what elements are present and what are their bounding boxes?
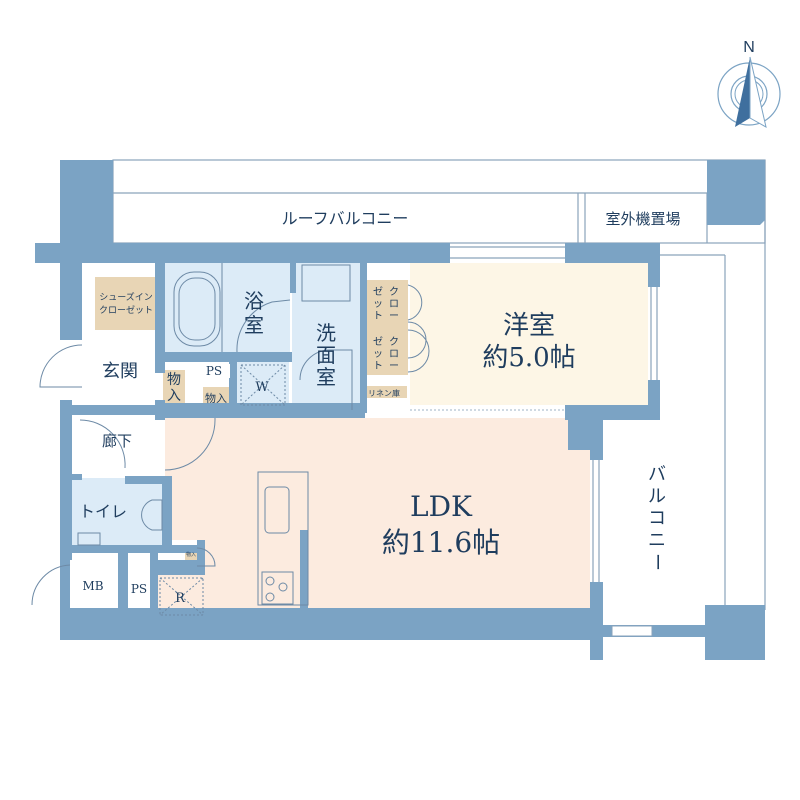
roof-balcony-area — [112, 159, 766, 244]
mb-label: MB — [82, 579, 103, 593]
svg-text:ー: ー — [389, 311, 399, 322]
svg-text:ゼ: ゼ — [373, 336, 383, 348]
svg-text:ロ: ロ — [389, 349, 399, 360]
hallway-label: 廊下 — [102, 432, 132, 450]
washroom-label-3: 室 — [316, 365, 336, 389]
toilet-label: トイレ — [79, 502, 127, 521]
svg-text:ル: ル — [648, 486, 666, 507]
ldk-label: LDK — [410, 490, 473, 523]
washer-label: W — [255, 380, 269, 395]
svg-text:ト: ト — [373, 311, 383, 322]
washroom-label-2: 面 — [316, 343, 336, 367]
ps2-label: PS — [131, 582, 147, 596]
ldk-room — [165, 418, 590, 618]
stove-icon — [261, 571, 294, 605]
ps-label: PS — [206, 364, 222, 378]
fridge-space-icon — [159, 577, 204, 616]
shoe-closet-label-1: シューズイン — [99, 291, 153, 303]
svg-text:ー: ー — [389, 361, 399, 372]
washroom — [292, 263, 360, 408]
shoe-closet — [95, 277, 157, 330]
svg-text:ニ: ニ — [648, 530, 666, 551]
sink-icon — [301, 264, 351, 302]
bathroom — [165, 263, 290, 352]
svg-text:ク: ク — [389, 336, 399, 348]
svg-text:ロ: ロ — [389, 299, 399, 310]
ldk-size: 約11.6帖 — [382, 526, 500, 559]
kitchen-counter — [257, 471, 309, 606]
svg-text:ト: ト — [373, 361, 383, 372]
storage-label-2: 入 — [167, 388, 181, 404]
closet-labels: ゼ ッ ト ク ロ ー ゼ ッ ト ク ロ ー — [373, 286, 399, 372]
small-storage-label: 物入 — [186, 551, 196, 558]
walls — [35, 160, 765, 660]
roof-balcony-label: ルーフバルコニー — [282, 209, 409, 228]
svg-text:コ: コ — [648, 508, 666, 529]
svg-text:バ: バ — [648, 464, 666, 485]
toilet-room — [72, 478, 165, 545]
storage-label-1: 物 — [167, 372, 181, 388]
svg-text:ッ: ッ — [373, 299, 383, 310]
balcony-label: バ ル コ ニ ー — [646, 464, 667, 571]
washer-space-icon — [240, 364, 286, 406]
western-room — [410, 263, 648, 405]
bathtub-icon — [173, 271, 221, 347]
western-room-size: 約5.0帖 — [482, 343, 575, 373]
bath-label-1: 浴 — [244, 289, 264, 313]
entrance-label: 玄関 — [102, 361, 138, 382]
door-swings — [31, 284, 430, 606]
svg-text:ク: ク — [389, 286, 399, 298]
bath-label-2: 室 — [244, 313, 264, 337]
toilet-sink-icon — [77, 532, 101, 546]
shoe-closet-label-2: クローゼット — [99, 304, 153, 316]
linen-closet — [362, 386, 407, 398]
fridge-label: R — [175, 591, 186, 606]
storage2-label: 物入 — [205, 391, 227, 405]
outdoor-unit-label: 室外機置場 — [605, 210, 680, 228]
kitchen-sink-icon — [264, 486, 290, 534]
compass-label: N — [743, 39, 755, 56]
washroom-label-1: 洗 — [316, 321, 336, 345]
svg-text:ー: ー — [646, 553, 667, 571]
closet — [367, 280, 408, 375]
linen-label: リネン庫 — [368, 388, 400, 398]
compass-north-icon: N — [717, 39, 781, 128]
western-room-label: 洋室 — [503, 311, 555, 341]
svg-text:ッ: ッ — [373, 349, 383, 360]
svg-text:ゼ: ゼ — [373, 286, 383, 298]
toilet-icon — [141, 499, 163, 531]
